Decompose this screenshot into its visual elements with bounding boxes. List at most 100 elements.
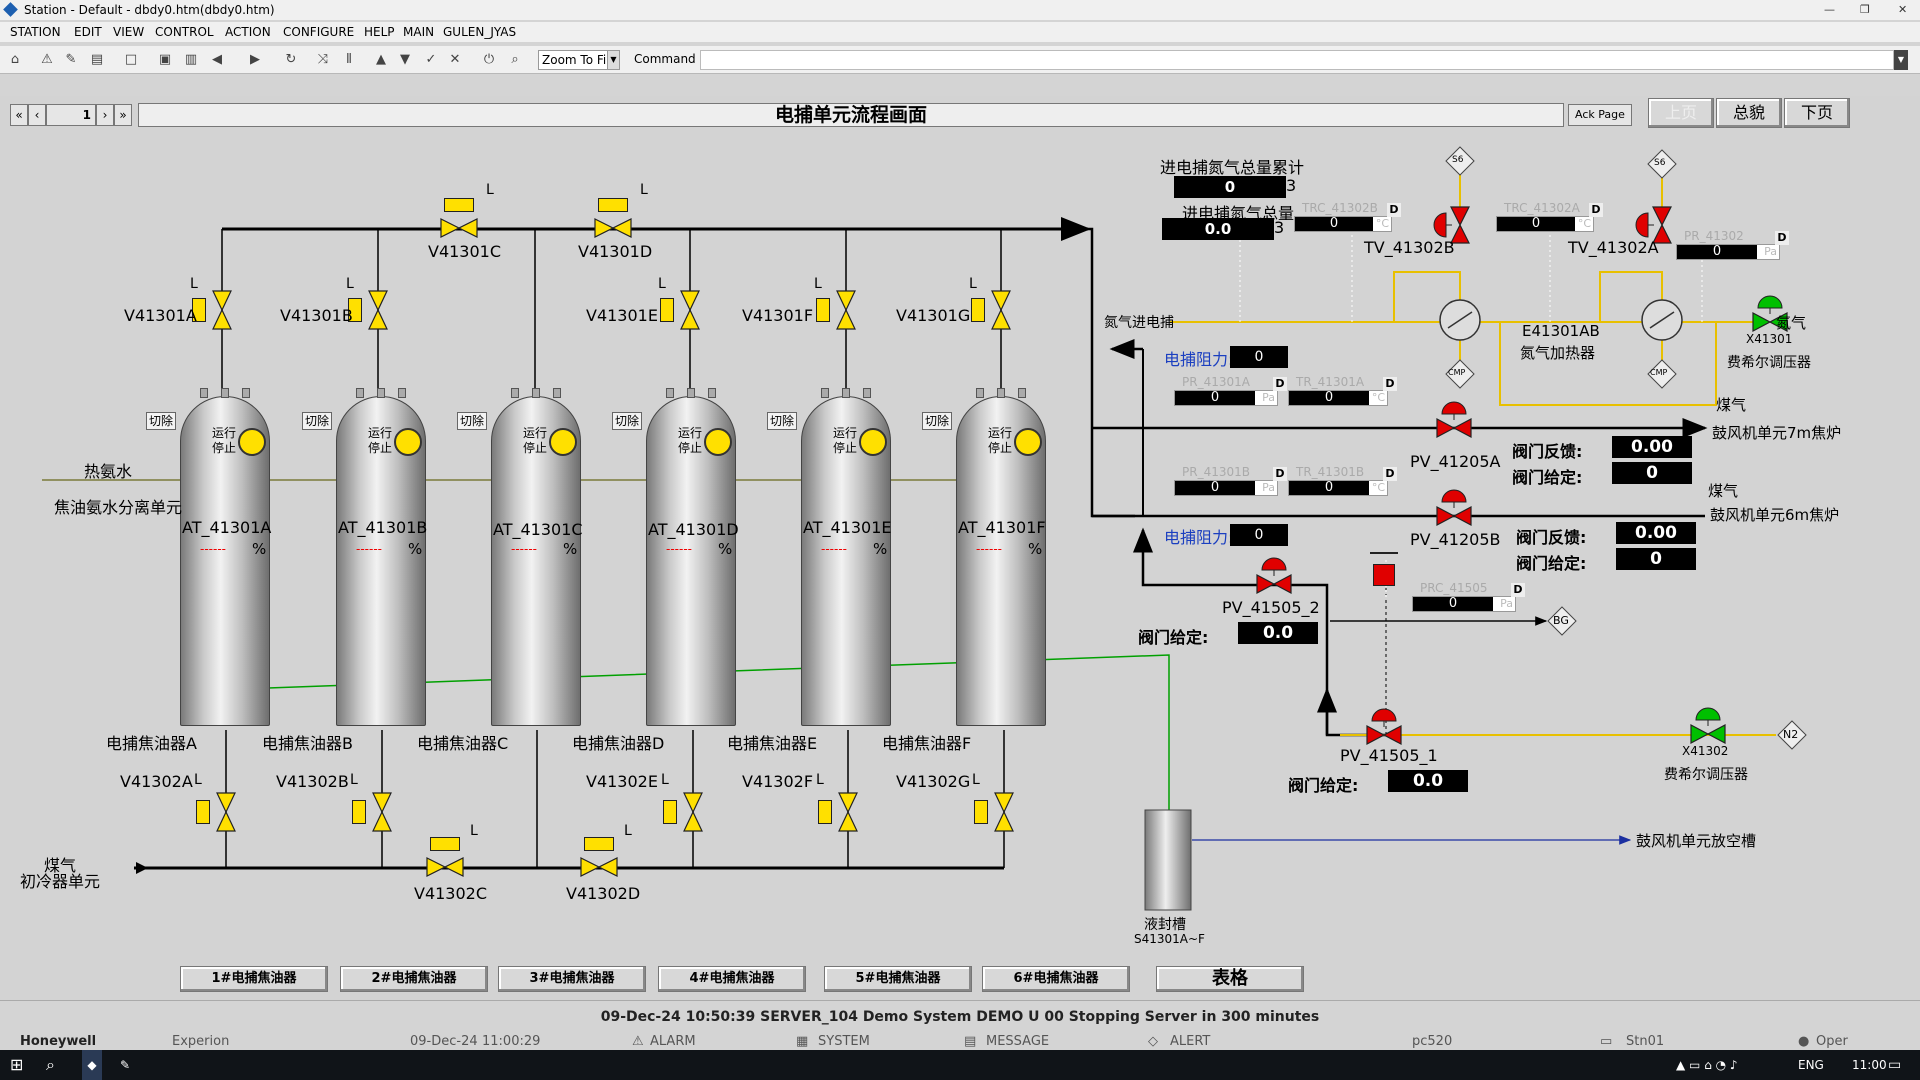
analyzer-tag[interactable]: AT_41301F bbox=[958, 518, 1046, 537]
pv-41205a-setpoint-value[interactable]: 0 bbox=[1612, 462, 1692, 484]
bars-icon[interactable]: ⦀ bbox=[346, 52, 352, 67]
notification-icon[interactable]: ▭ bbox=[1888, 1057, 1902, 1073]
run-status-lamp-icon[interactable] bbox=[238, 428, 266, 456]
lower-icon[interactable]: ▼ bbox=[400, 52, 410, 67]
system-status-icon[interactable]: ▦ bbox=[796, 1034, 809, 1049]
ep-resistance-value-1[interactable]: 0 bbox=[1230, 346, 1288, 368]
run-status-lamp-icon[interactable] bbox=[1014, 428, 1042, 456]
first-page-button[interactable]: « bbox=[10, 104, 28, 126]
tray-icons[interactable]: ▲ ▭ ⌂ ◔ ♪ bbox=[1676, 1058, 1738, 1072]
close-icon[interactable]: ✕ bbox=[1898, 3, 1908, 16]
cut-off-button[interactable]: 切除 bbox=[146, 412, 176, 430]
tag-detail-button[interactable]: D bbox=[1273, 377, 1287, 391]
tag-detail-button[interactable]: D bbox=[1589, 203, 1603, 217]
menu-gulen-jyas[interactable]: GULEN_JYAS bbox=[443, 25, 517, 39]
home-icon[interactable]: ⌂ bbox=[10, 52, 20, 67]
minimize-icon[interactable]: — bbox=[1824, 3, 1835, 16]
run-status-lamp-icon[interactable] bbox=[394, 428, 422, 456]
raise-icon[interactable]: ▲ bbox=[376, 52, 386, 67]
nav-button-4[interactable]: 4#电捕焦油器 bbox=[658, 966, 806, 992]
check-icon[interactable]: ✓ bbox=[425, 52, 437, 67]
analyzer-tag[interactable]: AT_41301B bbox=[338, 518, 428, 537]
tag-detail-button[interactable]: D bbox=[1775, 231, 1789, 245]
run-status-lamp-icon[interactable] bbox=[704, 428, 732, 456]
menu-view[interactable]: VIEW bbox=[113, 25, 145, 39]
ack-page-button[interactable]: Ack Page bbox=[1568, 104, 1632, 126]
run-status-lamp-icon[interactable] bbox=[859, 428, 887, 456]
analyzer-tag[interactable]: AT_41301D bbox=[648, 520, 739, 539]
back-icon[interactable]: ◀ bbox=[212, 52, 222, 67]
forward-icon[interactable]: ▶ bbox=[250, 52, 260, 67]
pv-41505-1-setpoint-value[interactable]: 0.0 bbox=[1388, 770, 1468, 792]
zoom-select[interactable]: Zoom To Fi▼ bbox=[538, 50, 620, 70]
alert-status[interactable]: ALERT bbox=[1170, 1034, 1211, 1049]
windows-start-icon[interactable]: ⊞ bbox=[10, 1055, 24, 1074]
last-page-button[interactable]: » bbox=[114, 104, 132, 126]
tag-detail-button[interactable]: D bbox=[1383, 377, 1397, 391]
alert-status-icon[interactable]: ◇ bbox=[1148, 1034, 1158, 1049]
analyzer-tag[interactable]: AT_41301C bbox=[493, 520, 583, 539]
cut-off-button[interactable]: 切除 bbox=[457, 412, 487, 430]
alarm-status[interactable]: ALARM bbox=[650, 1034, 696, 1049]
search-icon[interactable]: ⌕ bbox=[46, 1055, 55, 1074]
menu-action[interactable]: ACTION bbox=[225, 25, 271, 39]
command-input[interactable] bbox=[700, 50, 1894, 70]
tag-detail-button[interactable]: D bbox=[1511, 583, 1525, 597]
refresh-icon[interactable]: ↻ bbox=[285, 52, 297, 67]
menu-help[interactable]: HELP bbox=[364, 25, 395, 39]
display-icon[interactable]: □ bbox=[124, 52, 138, 67]
menu-edit[interactable]: EDIT bbox=[74, 25, 102, 39]
tag-detail-button[interactable]: D bbox=[1383, 467, 1397, 481]
cancel-icon[interactable]: ✕ bbox=[449, 52, 461, 67]
overview-button[interactable]: 总貌 bbox=[1716, 98, 1782, 128]
message-status[interactable]: MESSAGE bbox=[986, 1034, 1050, 1049]
cut-off-button[interactable]: 切除 bbox=[612, 412, 642, 430]
menu-configure[interactable]: CONFIGURE bbox=[283, 25, 355, 39]
nav-button-2[interactable]: 2#电捕焦油器 bbox=[340, 966, 488, 992]
cut-off-button[interactable]: 切除 bbox=[302, 412, 332, 430]
language-indicator[interactable]: ENG bbox=[1798, 1058, 1824, 1072]
message-icon[interactable]: ✎ bbox=[65, 52, 77, 67]
menu-control[interactable]: CONTROL bbox=[155, 25, 214, 39]
station-app-icon[interactable]: ◆ bbox=[82, 1050, 102, 1080]
nav-button-7[interactable]: 表格 bbox=[1156, 966, 1304, 992]
page-number-input[interactable]: 1 bbox=[46, 104, 96, 126]
message-status-icon[interactable]: ▤ bbox=[964, 1034, 977, 1049]
menu-main[interactable]: MAIN bbox=[403, 25, 435, 39]
tag-detail-button[interactable]: D bbox=[1387, 203, 1401, 217]
restore-icon[interactable]: ❐ bbox=[1860, 3, 1870, 16]
nav-button-1[interactable]: 1#电捕焦油器 bbox=[180, 966, 328, 992]
analyzer-tag[interactable]: AT_41301A bbox=[182, 518, 272, 537]
taskbar-clock[interactable]: 11:00 bbox=[1852, 1058, 1887, 1072]
nav-button-5[interactable]: 5#电捕焦油器 bbox=[824, 966, 972, 992]
pv-41205b-setpoint-value[interactable]: 0 bbox=[1616, 548, 1696, 570]
menu-station[interactable]: STATION bbox=[10, 25, 61, 39]
save-icon[interactable]: ▣ bbox=[158, 52, 172, 67]
system-status[interactable]: SYSTEM bbox=[818, 1034, 870, 1049]
nav-button-6[interactable]: 6#电捕焦油器 bbox=[982, 966, 1130, 992]
cut-off-button[interactable]: 切除 bbox=[922, 412, 952, 430]
prev-page-button[interactable]: ‹ bbox=[28, 104, 46, 126]
run-status-lamp-icon[interactable] bbox=[549, 428, 577, 456]
ep-resistance-value-2[interactable]: 0 bbox=[1230, 524, 1288, 546]
print-icon[interactable]: ▤ bbox=[90, 52, 104, 67]
command-dropdown-icon[interactable]: ▼ bbox=[1894, 50, 1908, 70]
prev-display-button[interactable]: 上页 bbox=[1648, 98, 1714, 128]
analyzer-tag[interactable]: AT_41301E bbox=[803, 518, 892, 537]
power-icon[interactable]: ⏻ bbox=[483, 52, 495, 67]
next-page-button[interactable]: › bbox=[96, 104, 114, 126]
alarm-icon[interactable]: ⚠ bbox=[41, 52, 53, 67]
alarm-status-icon[interactable]: ⚠ bbox=[632, 1034, 644, 1049]
next-display-button[interactable]: 下页 bbox=[1784, 98, 1850, 128]
paint-app-icon[interactable]: ✎ bbox=[120, 1058, 131, 1072]
cut-off-button[interactable]: 切除 bbox=[767, 412, 797, 430]
group-icon[interactable]: ▥ bbox=[184, 52, 198, 67]
